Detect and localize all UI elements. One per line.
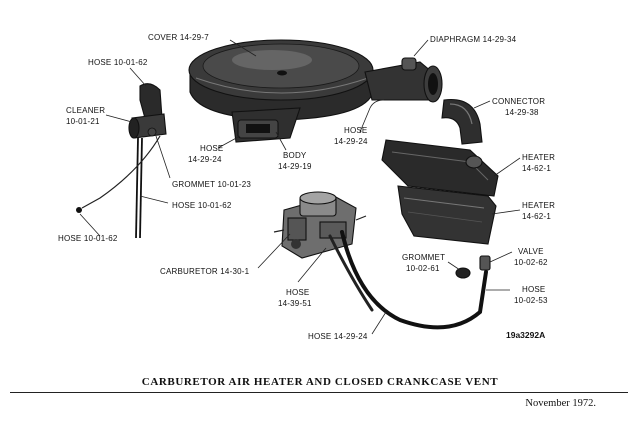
label-valve: VALVE 10-02-62 [514,247,548,267]
divider-rule [10,392,628,393]
label-hose-bottom: HOSE 14-29-24 [308,332,368,341]
label-grommet-right: GROMMET 10-02-61 [402,253,447,273]
figure-id: 19a3292A [506,330,545,340]
label-heater-lower: HEATER 14-62-1 [522,201,558,221]
label-hose-mid: HOSE 14-29-24 [188,144,226,164]
valve-grommet [455,255,491,279]
label-cleaner: CLEANER 10-01-21 [66,106,108,126]
label-grommet-left: GROMMET 10-01-23 [172,180,251,189]
snorkel-diaphragm [364,57,443,103]
label-hose-top-left: HOSE 10-01-62 [88,58,148,67]
label-hose-left-bottom: HOSE 10-01-62 [58,234,118,243]
heater-lower [397,185,497,245]
label-hose-left-mid: HOSE 10-01-62 [172,201,232,210]
label-hose-carb: HOSE 14-39-51 [278,288,312,308]
intake-duct [231,107,301,143]
label-body: BODY 14-29-19 [278,151,312,171]
label-connector: CONNECTOR 14-29-38 [492,97,548,117]
cleaner-hose-left [76,83,167,239]
leader-lines [79,39,521,335]
connector-elbow [441,98,483,145]
carburetor [273,191,367,259]
label-heater-upper: HEATER 14-62-1 [522,153,558,173]
heater-upper [381,139,499,197]
label-diaphragm: DIAPHRAGM 14-29-34 [430,35,517,44]
crankcase-hose [328,230,488,330]
label-hose-valve: HOSE 10-02-53 [514,285,548,305]
air-cleaner-body [188,39,374,121]
label-hose-right: HOSE 14-29-24 [334,126,370,146]
publication-date: November 1972. [525,398,596,409]
figure-caption: CARBURETOR AIR HEATER AND CLOSED CRANKCA… [141,376,499,388]
label-cover: COVER 14-29-7 [148,33,209,42]
label-carburetor: CARBURETOR 14-30-1 [160,267,250,276]
